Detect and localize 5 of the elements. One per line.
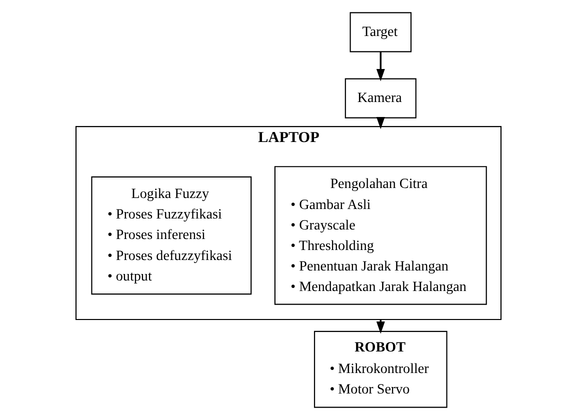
node-box: ROBOT • Mikrokontroller • Motor Servo <box>314 330 448 408</box>
node-box: Pengolahan Citra • Gambar Asli • Grayscale • Thresholding • Penentuan Jarak Halangan • Mendapatkan Jarak Halangan <box>274 166 487 305</box>
arrow <box>376 52 385 82</box>
node-box: Logika Fuzzy • Proses Fuzzyfikasi • Proses inferensi • Proses defuzzyfikasi • output <box>91 176 252 295</box>
node-box: Target <box>350 12 412 52</box>
